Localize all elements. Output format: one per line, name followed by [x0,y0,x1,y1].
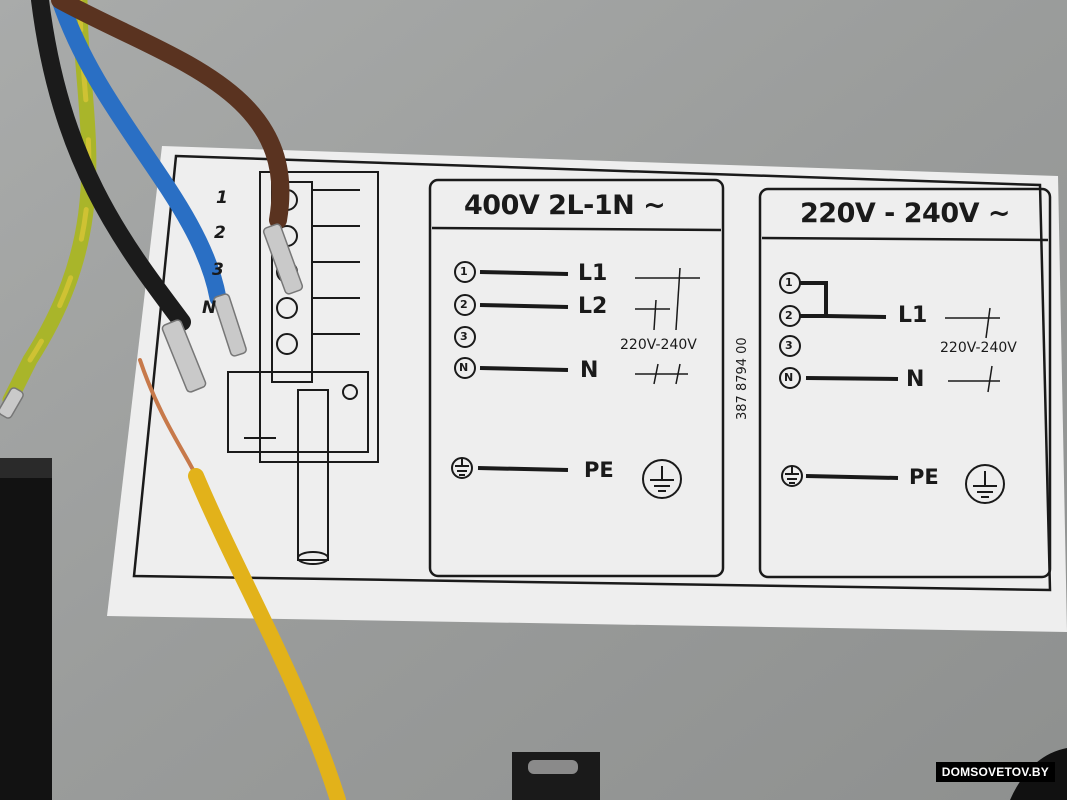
panel-three-phase-lines [477,270,569,472]
label-paper [107,146,1067,632]
panel-single-phase-n: N [906,367,925,392]
terminal-number-n: N [202,298,217,318]
panel-single-phase-terminal-n: N [784,371,794,384]
panel-single-phase-terminal-circles [779,272,1005,504]
panel-single-phase-terminal-3: 3 [785,339,793,352]
metal-clip [512,752,600,800]
panel-single-phase-ground-icons [785,466,997,498]
terminal-number-1: 1 [216,188,228,208]
panel-single-phase-frame [758,187,1052,579]
terminal-number-3: 3 [212,260,224,280]
panel-three-phase-terminal-2: 2 [460,298,468,311]
label-frame [132,154,1052,592]
panel-three-phase-terminal-3: 3 [460,330,468,343]
panel-single-phase-voltage-marks [945,307,1000,393]
blue-wire [51,0,227,307]
panel-single-phase-lines [800,281,899,480]
panel-three-phase-l1: L1 [578,261,608,286]
panel-three-phase-title: 400V 2L-1N ~ [464,190,666,221]
panel-three-phase-terminal-1: 1 [460,265,468,278]
yellow-wire [188,468,346,800]
panel-single-phase-pe: PE [909,465,939,489]
terminal-block-drawing [227,171,379,565]
panel-single-phase-terminal-1: 1 [785,276,793,289]
panel-three-phase-pe: PE [584,458,614,482]
panel-three-phase-terminal-circles [451,261,682,499]
panel-three-phase-ground-icons [455,458,674,492]
panel-three-phase-l2: L2 [578,294,608,319]
watermark: DOMSOVETOV.BY [935,762,1055,782]
panel-single-phase-terminal-2: 2 [785,309,793,322]
black-wire [31,0,191,331]
dark-block [0,458,52,800]
terminal-number-2: 2 [214,223,226,243]
panel-three-phase-voltage: 220V-240V [620,337,697,353]
panel-three-phase-terminal-n: N [459,361,469,374]
panel-single-phase-l1: L1 [898,303,928,328]
wires [2,0,346,800]
panel-single-phase-voltage: 220V-240V [940,340,1017,356]
wire-ferrules [0,223,304,419]
part-number: 387 8794 00 [735,337,750,420]
panel-three-phase-voltage-marks [635,267,700,385]
panel-three-phase-frame [428,178,725,578]
panel-three-phase-n: N [580,358,599,383]
brown-wire [51,0,290,229]
panel-single-phase-title: 220V - 240V ~ [800,198,1011,229]
